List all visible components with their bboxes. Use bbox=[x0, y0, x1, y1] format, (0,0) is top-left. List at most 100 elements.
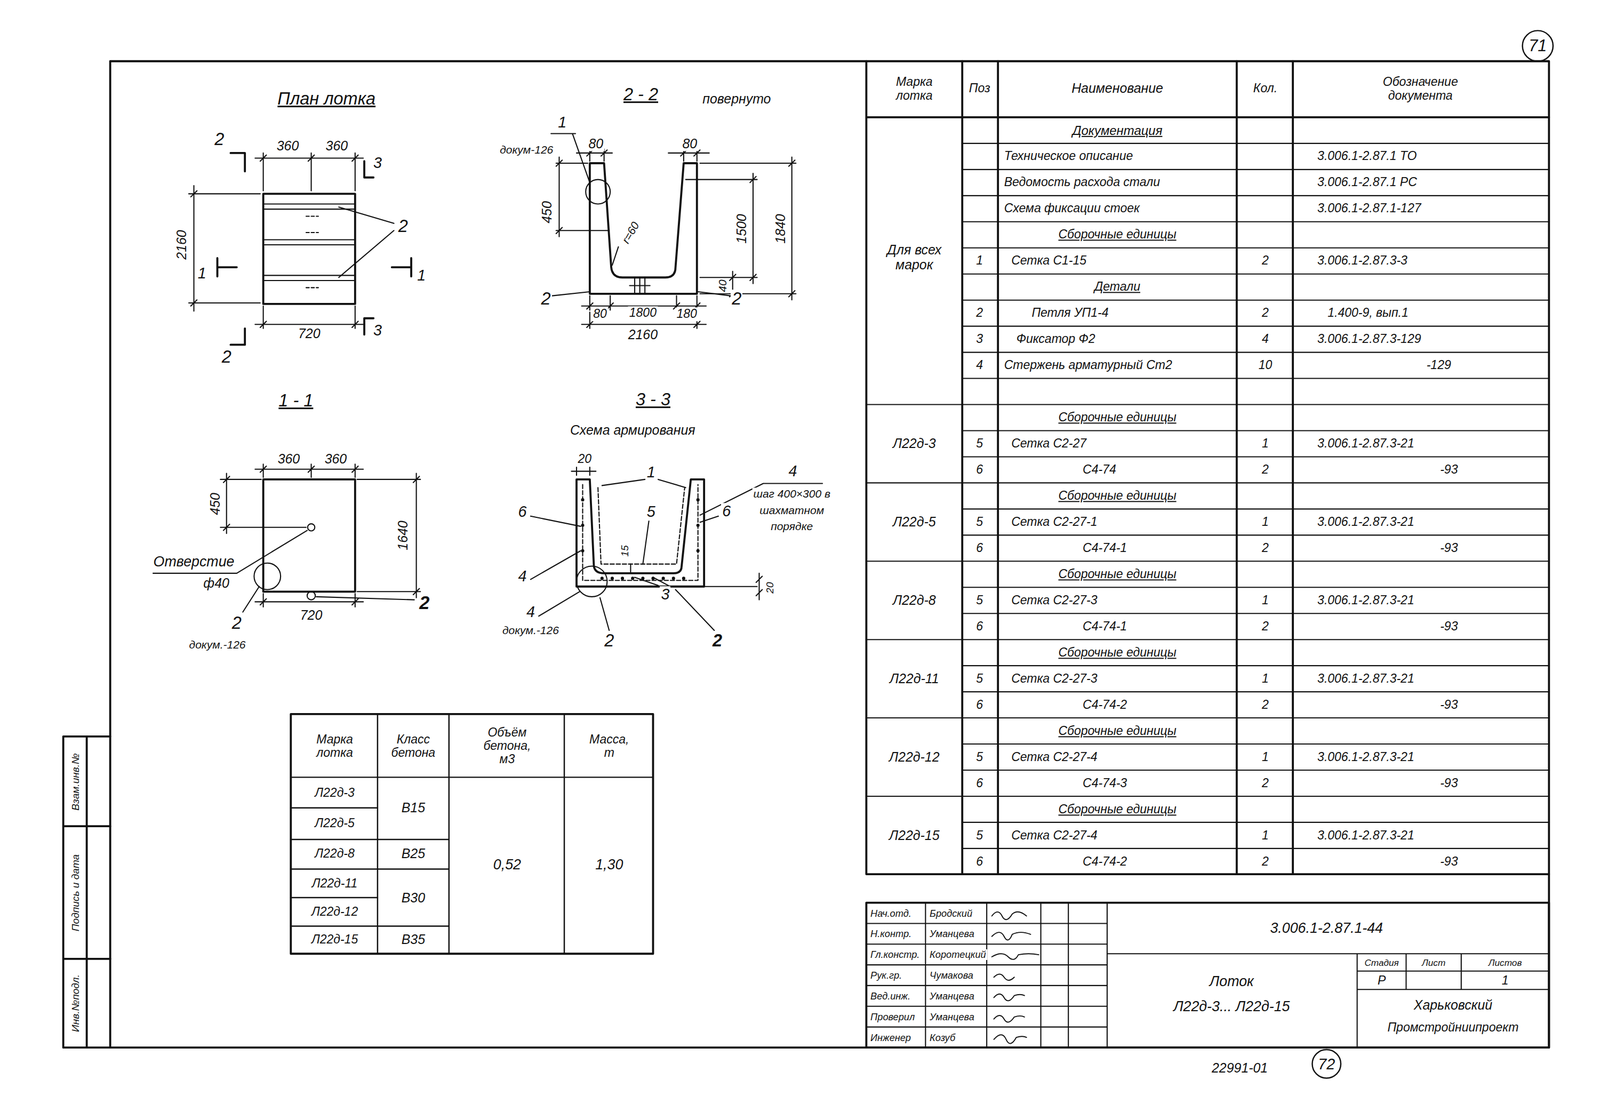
concrete-table-cell: В30 bbox=[400, 890, 427, 906]
section-1-1-label: 1 - 1 bbox=[277, 391, 315, 411]
spec-table-cell: Л22д-12 bbox=[888, 749, 941, 765]
spec-table-cell: 4 bbox=[974, 358, 984, 373]
title-block-cell: Рук.гр. bbox=[869, 970, 903, 981]
spec-table-cell: Сборочные единицы bbox=[1057, 724, 1178, 738]
spec-table-cell: 3.006.1-2.87.3-129 bbox=[1316, 332, 1422, 347]
title-block-cell: Харьковский bbox=[1412, 997, 1494, 1013]
plan-view-label: 2 bbox=[213, 130, 226, 150]
spec-table-cell: С4-74-1 bbox=[1081, 619, 1128, 634]
section-3-3-label: 4 bbox=[525, 603, 536, 621]
plan-view-label: 3 bbox=[372, 154, 383, 172]
plan-view-label: 2160 bbox=[174, 228, 189, 261]
spec-table-cell: 3.006.1-2.87.1 РС bbox=[1316, 176, 1419, 190]
spec-table-cell: Л22д-11 bbox=[888, 671, 941, 686]
section-1-1-label: 720 bbox=[299, 608, 324, 623]
section-2-2-label: 40 bbox=[716, 278, 729, 293]
plan-view-label: 3 bbox=[372, 322, 383, 340]
section-2-2-label: 450 bbox=[539, 200, 555, 225]
spec-table-cell: 6 bbox=[974, 619, 984, 634]
concrete-table-cell: Л22д-5 bbox=[313, 816, 356, 830]
concrete-table-cell: Л22д-12 bbox=[310, 905, 359, 919]
section-3-3-label: шахматном bbox=[758, 504, 826, 517]
spec-table-cell: Сетка С2-27-4 bbox=[1010, 750, 1099, 764]
spec-table-header: Кол. bbox=[1252, 82, 1279, 96]
plan-view-label: 1 bbox=[196, 265, 208, 283]
title-block-cell: Коротецкий bbox=[928, 949, 988, 960]
concrete-table-cell: Л22д-15 bbox=[310, 932, 359, 947]
spec-table-cell: Сборочные единицы bbox=[1057, 802, 1178, 816]
spec-table-cell: Сетка С2-27-3 bbox=[1010, 593, 1099, 607]
spec-table-cell: 3 bbox=[974, 332, 984, 347]
spec-table-cell: 2 bbox=[1260, 541, 1270, 556]
spec-table-cell: 5 bbox=[974, 672, 984, 686]
spec-table-cell: -93 bbox=[1438, 541, 1459, 556]
spec-table-cell: -93 bbox=[1438, 463, 1459, 477]
spec-table-cell: Для всех марок bbox=[877, 242, 951, 272]
spec-table-cell: 2 bbox=[1260, 854, 1270, 869]
spec-table-cell: Сборочные единицы bbox=[1057, 645, 1178, 660]
title-block-cell: Н.контр. bbox=[869, 928, 913, 940]
spec-table-header: Поз bbox=[968, 82, 992, 96]
section-3-3-label: 6 bbox=[721, 502, 732, 520]
spec-table-cell: 2 bbox=[1260, 463, 1270, 477]
section-2-2-label: 1840 bbox=[773, 212, 788, 245]
section-2-2-label: докум-126 bbox=[498, 144, 555, 157]
spec-table-cell: Сборочные единицы bbox=[1057, 489, 1178, 503]
spec-table-cell: 10 bbox=[1257, 358, 1274, 373]
section-3-3-label: Схема армирования bbox=[569, 423, 697, 438]
spec-table-cell: 3.006.1-2.87.3-3 bbox=[1316, 254, 1409, 268]
spec-table-cell: 1.400-9, вып.1 bbox=[1326, 306, 1410, 320]
spec-table-cell: 6 bbox=[974, 854, 984, 869]
title-block-cell: Промстройниипроект bbox=[1386, 1020, 1520, 1035]
spec-table-cell: Л22д-15 bbox=[888, 828, 941, 843]
concrete-table-cell: 0,52 bbox=[492, 857, 523, 874]
section-3-3-label: 4 bbox=[517, 568, 528, 586]
spec-table-cell: 1 bbox=[1260, 750, 1270, 764]
spec-table-cell: С4-74-1 bbox=[1081, 541, 1128, 556]
section-3-3-label: 4 bbox=[787, 462, 799, 480]
spec-table-cell: Схема фиксации стоек bbox=[1003, 202, 1141, 216]
spec-table-cell: 1 bbox=[1260, 828, 1270, 843]
title-block-cell: Уманцева bbox=[928, 928, 976, 940]
spec-table-cell: 3.006.1-2.87.1 ТО bbox=[1316, 149, 1418, 164]
spec-table-header: Марка лотка bbox=[877, 75, 951, 103]
title-block-cell: Уманцева bbox=[928, 1011, 976, 1023]
spec-table-cell: 5 bbox=[974, 593, 984, 607]
concrete-table-cell: 1,30 bbox=[594, 857, 624, 874]
title-block-cell: Листов bbox=[1487, 957, 1524, 968]
spec-table-cell: 1 bbox=[1260, 437, 1270, 451]
spec-table-cell: С4-74-2 bbox=[1081, 698, 1128, 712]
title-block-cell: Инженер bbox=[869, 1032, 912, 1044]
spec-table-header: Обозначение документа bbox=[1357, 75, 1483, 103]
section-3-3-label: порядке bbox=[769, 520, 814, 533]
title-block-cell: Лоток bbox=[1208, 973, 1255, 990]
spec-table-cell: Сборочные единицы bbox=[1057, 228, 1178, 242]
title-block-cell: Чумакова bbox=[928, 970, 975, 981]
spec-table-cell: С4-74-3 bbox=[1081, 776, 1128, 790]
plan-view-label: 360 bbox=[324, 138, 350, 154]
title-block-cell: 1 bbox=[1500, 973, 1510, 988]
spec-table-cell: Сборочные единицы bbox=[1057, 568, 1178, 582]
section-1-1 bbox=[153, 464, 421, 612]
title-block-cell: Нач.отд. bbox=[869, 908, 913, 919]
concrete-table-cell: Масса, т bbox=[585, 732, 634, 760]
concrete-table-cell: Объём бетона, м3 bbox=[477, 725, 536, 767]
title-block-cell: Уманцева bbox=[928, 990, 976, 1002]
section-2-2-label: r=60 bbox=[619, 218, 643, 247]
spec-table-cell: 3.006.1-2.87.3-21 bbox=[1316, 437, 1416, 451]
spec-table-cell: Л22д-3 bbox=[891, 436, 938, 452]
sheet-code: 72 bbox=[1316, 1056, 1336, 1074]
spec-table-cell: Сетка С2-27-4 bbox=[1010, 828, 1099, 843]
concrete-table-cell: В25 bbox=[400, 846, 427, 862]
spec-table-cell: 1 bbox=[1260, 593, 1270, 607]
plan-view-label: 2 bbox=[220, 347, 233, 367]
title-block-cell: Л22д-3... Л22д-15 bbox=[1172, 999, 1291, 1015]
plan-view bbox=[188, 153, 412, 346]
concrete-table-cell: Класс бетона bbox=[384, 732, 443, 760]
section-2-2-label: 180 bbox=[675, 307, 698, 322]
spec-table-cell: 4 bbox=[1260, 332, 1270, 347]
spec-table-cell: Сетка С2-27-3 bbox=[1010, 672, 1099, 686]
spec-table-cell: 6 bbox=[974, 698, 984, 712]
